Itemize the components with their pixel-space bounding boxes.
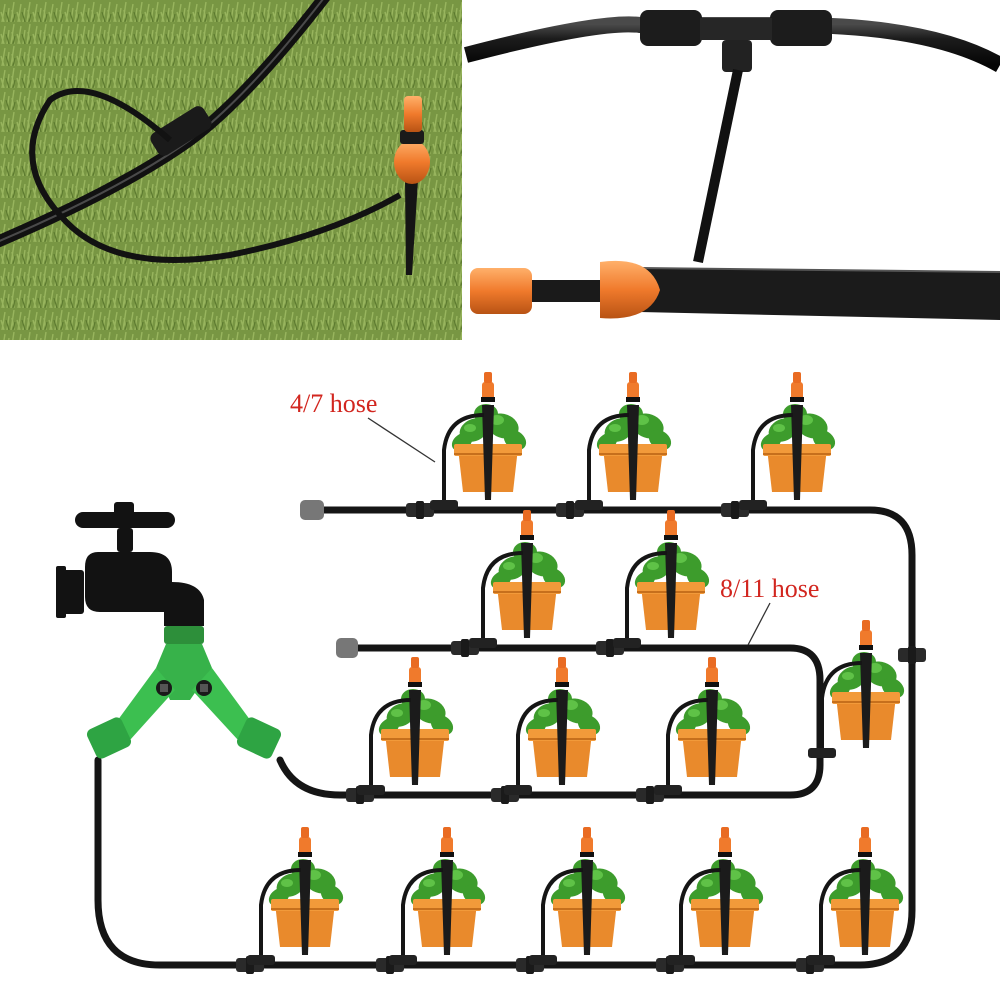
photo-closeup-connector: [463, 0, 1000, 340]
plant-pot-row-4: [245, 825, 909, 967]
main-hose-label: 8/11 hose: [720, 574, 819, 603]
plant-pot-icon: [573, 370, 677, 512]
plant-pot-icon: [806, 618, 910, 760]
plant-pot-icon: [611, 508, 715, 650]
plant-pot-icon: [428, 370, 532, 512]
plant-pot-right: [806, 618, 910, 760]
plant-pot-row-1: [428, 370, 841, 512]
plant-pot-icon: [387, 825, 491, 967]
plant-pot-row-3: [355, 655, 756, 797]
plant-pot-icon: [355, 655, 459, 797]
irrigation-diagram: 4/7 hose 8/11 hose: [56, 370, 926, 974]
plant-pot-icon: [652, 655, 756, 797]
plant-pot-icon: [665, 825, 769, 967]
faucet-icon: [56, 502, 204, 626]
plant-pot-icon: [737, 370, 841, 512]
plant-pot-icon: [502, 655, 606, 797]
plant-pot-icon: [467, 508, 571, 650]
plant-pot-icon: [245, 825, 349, 967]
plant-pot-icon: [527, 825, 631, 967]
plant-pot-icon: [805, 825, 909, 967]
plant-pot-row-2: [467, 508, 715, 650]
photo-grass-dripper: [0, 0, 462, 340]
y-splitter-icon: [86, 626, 282, 759]
small-hose-label: 4/7 hose: [290, 389, 377, 418]
